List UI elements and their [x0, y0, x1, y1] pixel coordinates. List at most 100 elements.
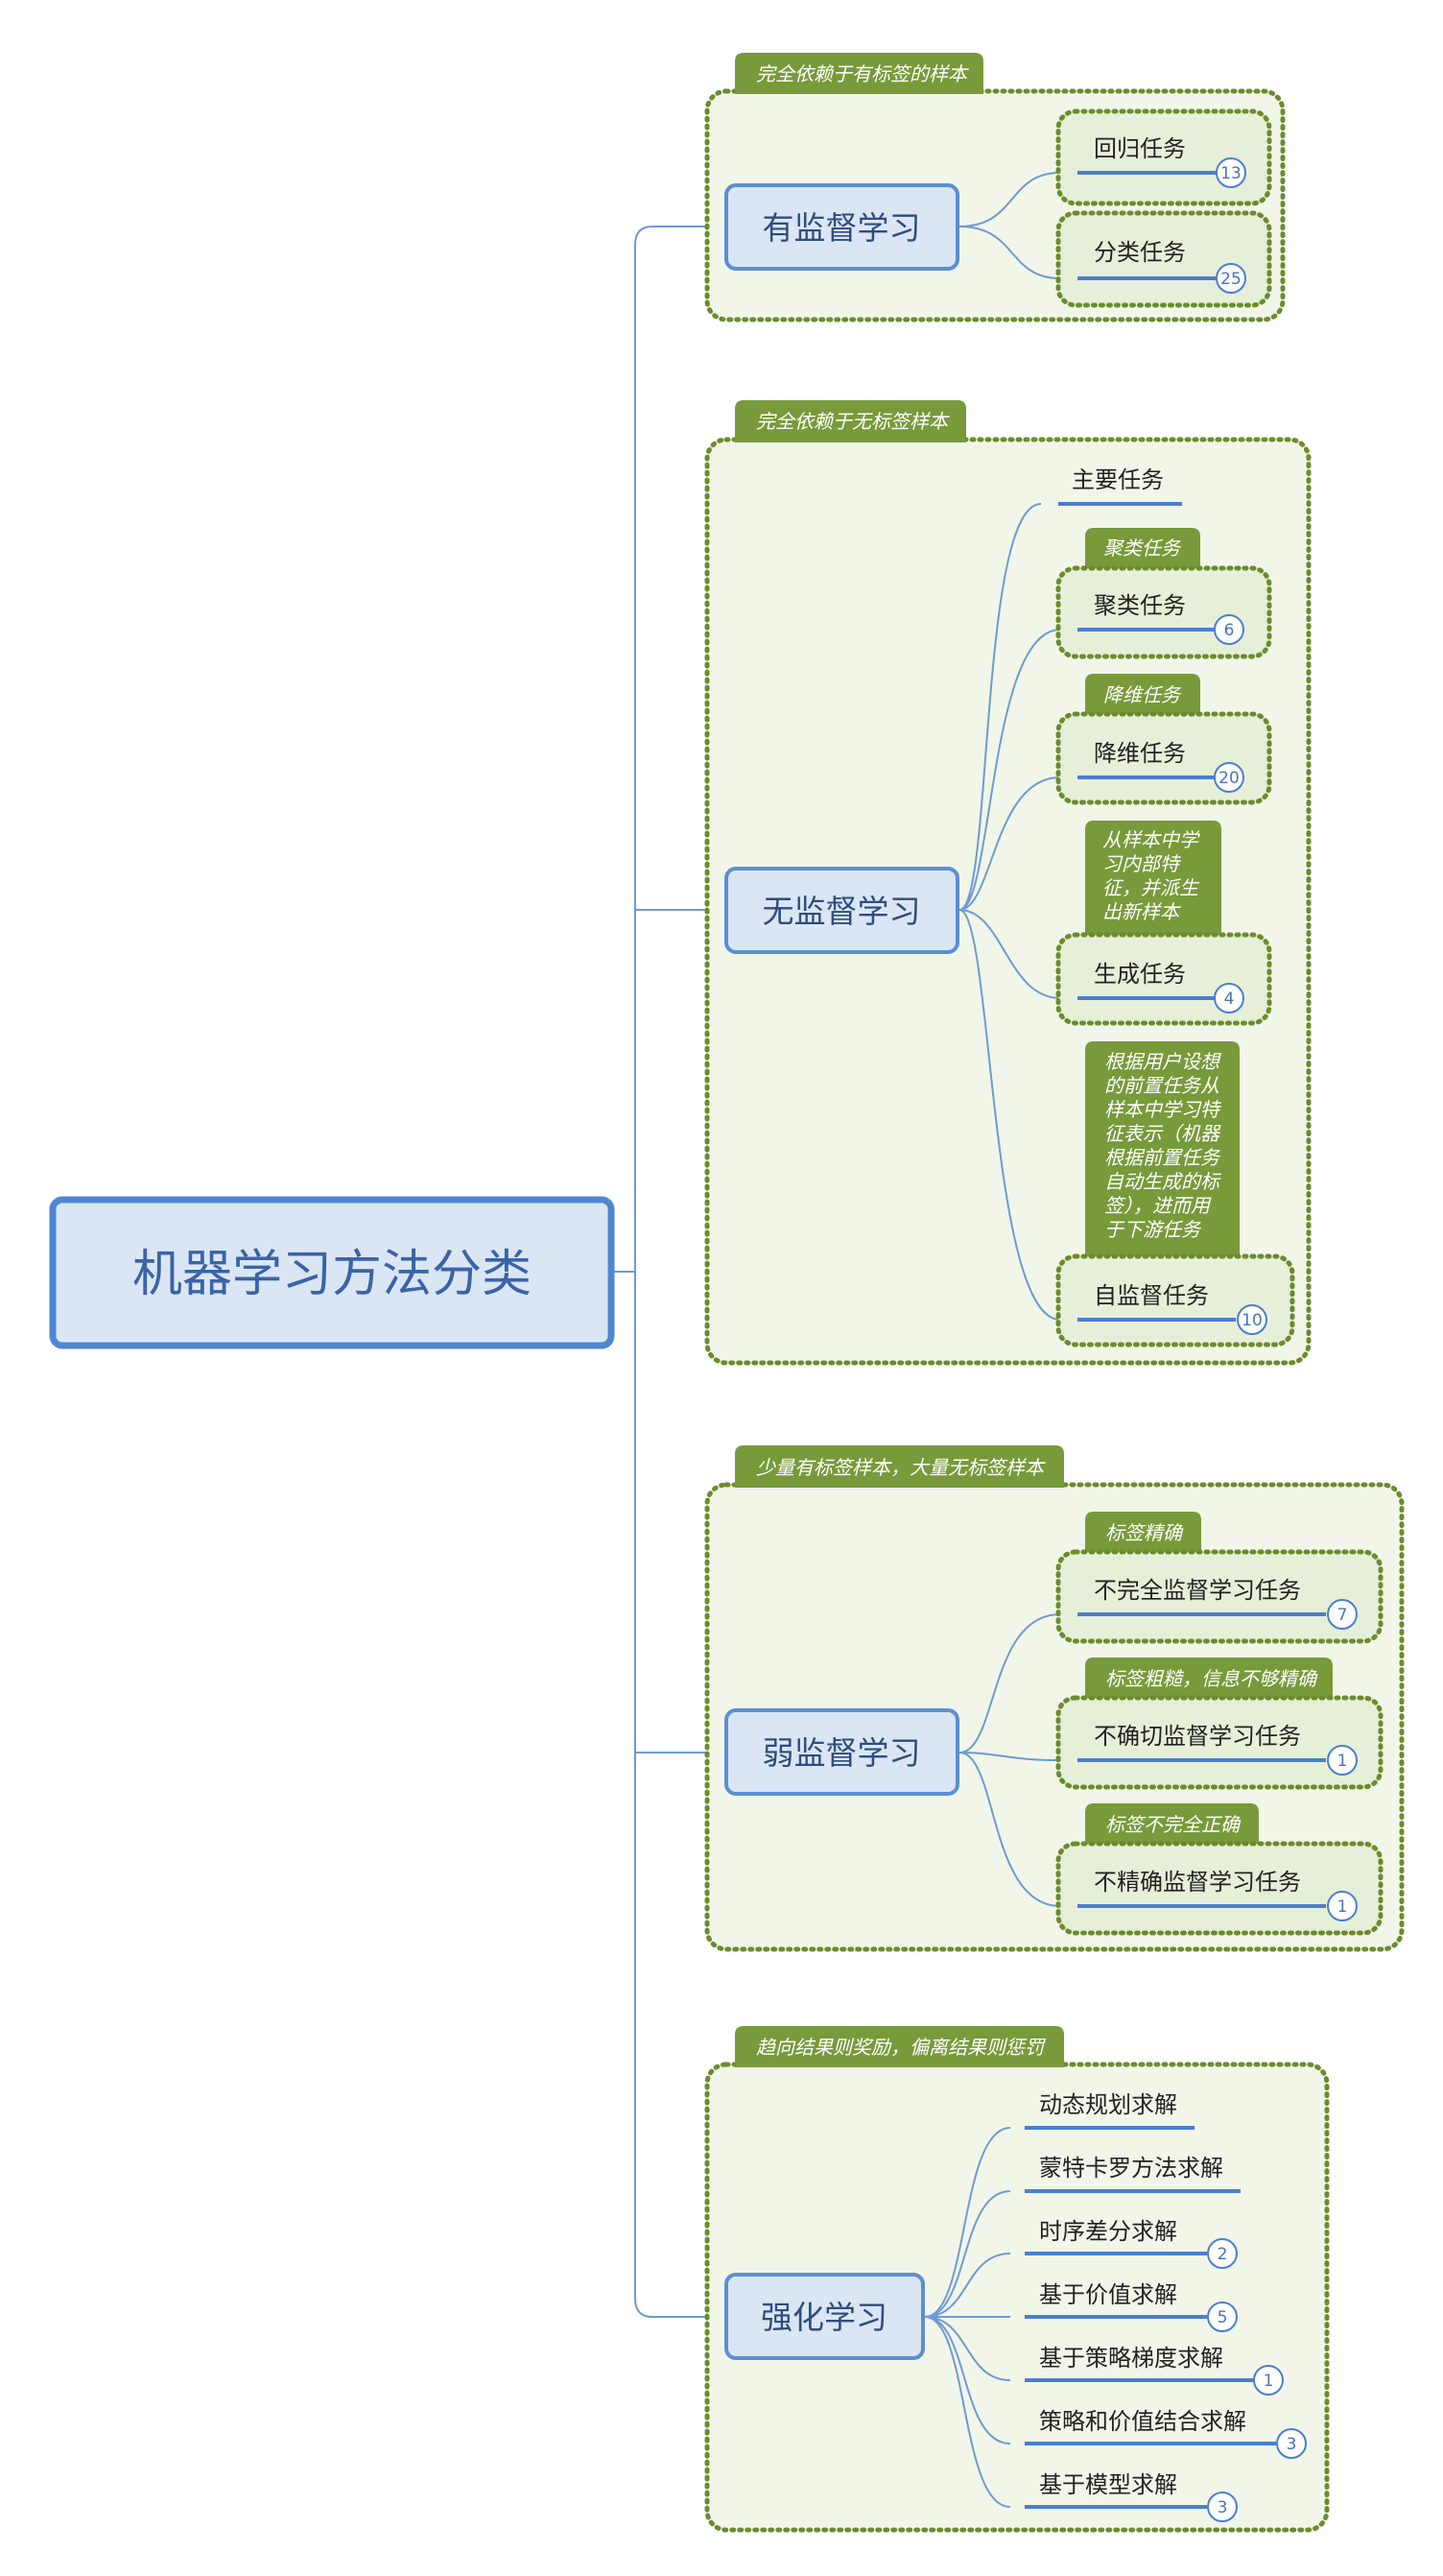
leaf-label: 不精确监督学习任务 [1094, 1869, 1301, 1896]
branch-connectors [958, 1613, 1061, 1907]
branch-node-unsupervised[interactable]: 无监督学习 [724, 867, 959, 954]
note-line: 习内部特 [1102, 852, 1181, 875]
note-line: 标签粗糙，信息不够精确 [1105, 1667, 1318, 1690]
leaf-actor-critic[interactable]: 策略和价值结合求解 3 [1025, 2408, 1307, 2459]
leaf-label: 分类任务 [1094, 239, 1186, 266]
leaf-label: 蒙特卡罗方法求解 [1039, 2155, 1223, 2182]
leaf-label: 基于模型求解 [1039, 2471, 1177, 2498]
note-line: 签），进而用 [1104, 1194, 1212, 1217]
count-badge[interactable] [1216, 263, 1246, 294]
leaf-label: 主要任务 [1072, 466, 1164, 493]
count-badge[interactable] [1214, 983, 1244, 1014]
leaf-label: 不完全监督学习任务 [1094, 1577, 1301, 1604]
count-badge[interactable] [1327, 1599, 1358, 1630]
leaf-dynamic-programming[interactable]: 动态规划求解 [1025, 2091, 1195, 2130]
branch-node-supervised[interactable]: 有监督学习 [724, 183, 959, 271]
leaf-label: 时序差分求解 [1039, 2218, 1177, 2245]
leaf-incomplete-supervision[interactable]: 标签精确 不完全监督学习任务 7 [1055, 1512, 1384, 1644]
branch-node-box [724, 183, 959, 271]
group-label: 完全依赖于有标签的样本 [756, 62, 969, 85]
branch-node-label: 无监督学习 [763, 893, 921, 930]
leaf-self-supervised[interactable]: 根据用户设想 的前置任务从 样本中学习特 征表示（机器 根据前置任务 自动生成的… [1055, 1041, 1295, 1348]
root-node-label: 机器学习方法分类 [132, 1246, 532, 1303]
note-line: 自动生成的标 [1104, 1170, 1221, 1193]
leaf-label: 回归任务 [1094, 135, 1186, 162]
leaf-dim-reduction[interactable]: 降维任务 降维任务 20 [1055, 674, 1272, 805]
branch-node-box [724, 867, 959, 954]
leaf-temporal-difference[interactable]: 时序差分求解 2 [1025, 2218, 1238, 2269]
note-line: 降维任务 [1103, 683, 1182, 706]
leaf-frame [1055, 108, 1272, 206]
leaf-label: 降维任务 [1094, 740, 1186, 767]
leaf-policy-gradient[interactable]: 基于策略梯度求解 1 [1025, 2345, 1284, 2396]
count-badge[interactable] [1327, 1745, 1358, 1776]
root-node-box [49, 1196, 615, 1349]
leaf-classification[interactable]: 分类任务 25 [1055, 210, 1272, 308]
count-badge[interactable] [1276, 2428, 1307, 2459]
note-tag [1085, 1803, 1259, 1845]
count-badge[interactable] [1207, 2492, 1238, 2522]
leaf-label: 生成任务 [1094, 961, 1186, 988]
note-line: 样本中学习特 [1104, 1098, 1221, 1121]
note-tag [1085, 674, 1200, 715]
count-badge[interactable] [1207, 2302, 1238, 2332]
note-line: 标签不完全正确 [1105, 1813, 1242, 1836]
group-label-tag [735, 53, 983, 94]
count-badge[interactable] [1253, 2365, 1284, 2396]
note-line: 出新样本 [1102, 900, 1181, 923]
leaf-inaccurate-supervision[interactable]: 标签不完全正确 不精确监督学习任务 1 [1055, 1803, 1384, 1936]
leaf-generation[interactable]: 从样本中学 习内部特 征，并派生 出新样本 生成任务 4 [1055, 821, 1272, 1026]
leaf-regression[interactable]: 回归任务 13 [1055, 108, 1272, 206]
count-badge-label: 5 [1218, 2308, 1228, 2327]
leaf-main-tasks[interactable]: 主要任务 [1058, 466, 1182, 506]
count-badge-label: 20 [1218, 769, 1240, 788]
trunk-connectors [611, 226, 726, 2318]
leaf-monte-carlo[interactable]: 蒙特卡罗方法求解 [1025, 2155, 1241, 2193]
note-line: 根据前置任务 [1104, 1146, 1221, 1169]
leaf-label: 不确切监督学习任务 [1094, 1723, 1301, 1750]
note-line: 标签精确 [1105, 1521, 1184, 1544]
count-badge-label: 13 [1220, 164, 1242, 183]
note-tag [1085, 1512, 1201, 1553]
branch-connectors [924, 2127, 1011, 2508]
note-tag [1085, 821, 1221, 936]
group-label-tag [735, 2026, 1064, 2067]
branch-connectors [958, 172, 1061, 279]
count-badge[interactable] [1327, 1891, 1358, 1921]
leaf-frame [1055, 1841, 1384, 1936]
leaf-label: 策略和价值结合求解 [1039, 2408, 1246, 2435]
count-badge[interactable] [1237, 1304, 1267, 1335]
note-line: 征，并派生 [1102, 876, 1200, 899]
count-badge[interactable] [1214, 614, 1244, 645]
count-badge[interactable] [1214, 762, 1244, 793]
branch-node-label: 强化学习 [761, 2299, 887, 2336]
count-badge-label: 2 [1218, 2245, 1228, 2264]
leaf-inexact-supervision[interactable]: 标签粗糙，信息不够精确 不确切监督学习任务 1 [1055, 1658, 1384, 1790]
branch-node-weakly-supervised[interactable]: 弱监督学习 [724, 1708, 959, 1796]
leaf-clustering[interactable]: 聚类任务 聚类任务 6 [1055, 528, 1272, 659]
count-badge-label: 7 [1337, 1606, 1348, 1625]
branch-connectors [958, 503, 1061, 1321]
leaf-label: 动态规划求解 [1039, 2091, 1177, 2118]
note-line: 聚类任务 [1103, 537, 1182, 560]
branch-node-reinforcement[interactable]: 强化学习 [724, 2273, 925, 2360]
group-label: 趋向结果则奖励，偏离结果则惩罚 [756, 2036, 1046, 2059]
group-label: 少量有标签样本，大量无标签样本 [756, 1456, 1046, 1479]
count-badge-label: 1 [1337, 1752, 1348, 1771]
count-badge[interactable] [1216, 157, 1246, 188]
leaf-label: 基于策略梯度求解 [1039, 2345, 1223, 2372]
count-badge-label: 3 [1218, 2498, 1228, 2517]
count-badge[interactable] [1207, 2238, 1238, 2269]
leaf-label: 自监督任务 [1094, 1282, 1209, 1309]
leaf-frame [1055, 1253, 1295, 1348]
group-label-tag [735, 1445, 1064, 1488]
note-line: 征表示（机器 [1104, 1122, 1221, 1145]
count-badge-label: 6 [1224, 621, 1235, 640]
count-badge-label: 4 [1224, 990, 1235, 1009]
note-line: 的前置任务从 [1104, 1074, 1219, 1097]
group-label: 完全依赖于无标签样本 [756, 410, 950, 433]
root-node[interactable]: 机器学习方法分类 [49, 1196, 615, 1349]
leaf-model-based[interactable]: 基于模型求解 3 [1025, 2471, 1238, 2522]
leaf-value-based[interactable]: 基于价值求解 5 [1025, 2281, 1238, 2332]
